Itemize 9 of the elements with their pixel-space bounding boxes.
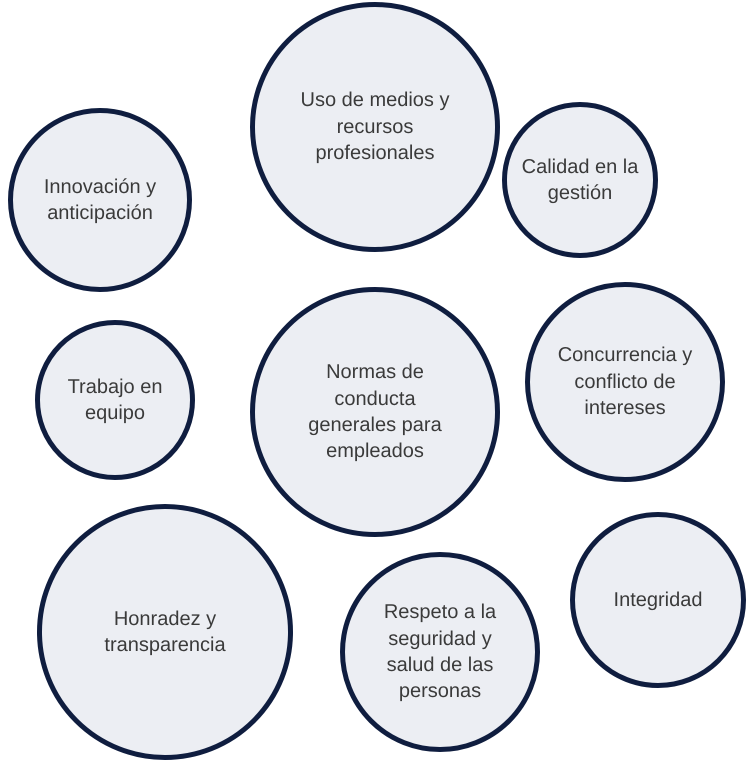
topic-label: Respeto a la seguridad y salud de las personas [382,600,498,704]
topic-label: Concurrencia y conflicto de intereses [556,343,694,422]
topic-label: Trabajo en equipo [66,374,164,426]
topic-label: Uso de medios y recursos profesionales [300,88,450,166]
topic-label: Honradez y transparencia [103,606,227,658]
topic-label: Innovación y anticipación [42,174,158,226]
topic-label: Calidad en la gestión [520,154,640,206]
topic-label: Integridad [614,588,702,613]
topic-label: Normas de conducta generales para empleados [307,360,443,464]
